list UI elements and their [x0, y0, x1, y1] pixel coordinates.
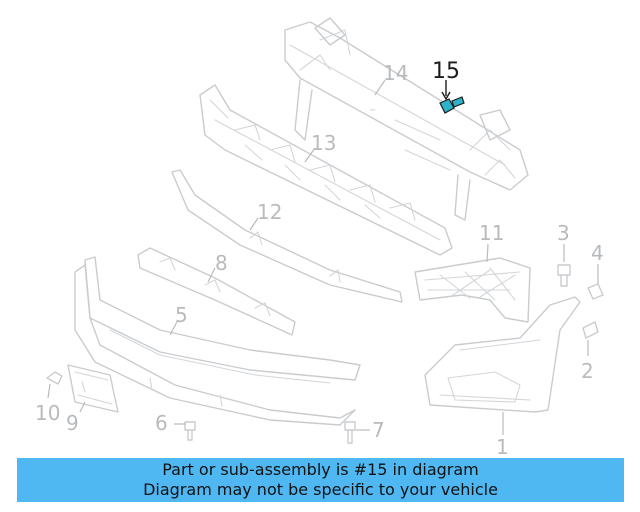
part-10-clip[interactable]	[46, 371, 63, 385]
part-3-bolt[interactable]	[557, 264, 571, 287]
part-4-cap[interactable]	[587, 283, 604, 300]
callout-12: 12	[257, 200, 282, 224]
callout-4: 4	[591, 241, 604, 265]
part-2-screw[interactable]	[582, 321, 599, 339]
part-9-license-plate-bracket[interactable]	[67, 364, 119, 413]
info-banner: Part or sub-assembly is #15 in diagram D…	[17, 458, 624, 502]
part-6-bolt[interactable]	[184, 421, 196, 441]
callout-9: 9	[66, 411, 79, 435]
callout-3: 3	[557, 221, 570, 245]
part-14-reinforcement-beam[interactable]	[284, 17, 529, 221]
callout-10: 10	[35, 401, 60, 425]
callout-6: 6	[155, 411, 168, 435]
callout-1: 1	[496, 435, 509, 459]
callout-15-highlighted: 15	[432, 59, 460, 84]
banner-line-1: Part or sub-assembly is #15 in diagram	[162, 460, 479, 479]
callout-5: 5	[175, 303, 188, 327]
leader-lines	[47, 79, 599, 435]
part-1-side-cover[interactable]	[424, 296, 581, 413]
part-8-grille-trim[interactable]	[137, 247, 296, 336]
part-5-bumper-cover[interactable]	[74, 256, 361, 426]
part-11-side-grille[interactable]	[414, 257, 531, 323]
part-7-bolt[interactable]	[344, 421, 356, 444]
callout-7: 7	[372, 418, 385, 442]
callout-8: 8	[215, 251, 228, 275]
callout-14: 14	[383, 61, 408, 85]
part-13-energy-absorber[interactable]	[199, 84, 453, 256]
callout-13: 13	[311, 131, 336, 155]
banner-line-2: Diagram may not be specific to your vehi…	[143, 480, 498, 499]
part-12-trim-strip[interactable]	[171, 169, 403, 303]
callout-2: 2	[581, 359, 594, 383]
callout-11: 11	[479, 221, 504, 245]
part-15-bolt-highlighted[interactable]	[439, 96, 465, 114]
